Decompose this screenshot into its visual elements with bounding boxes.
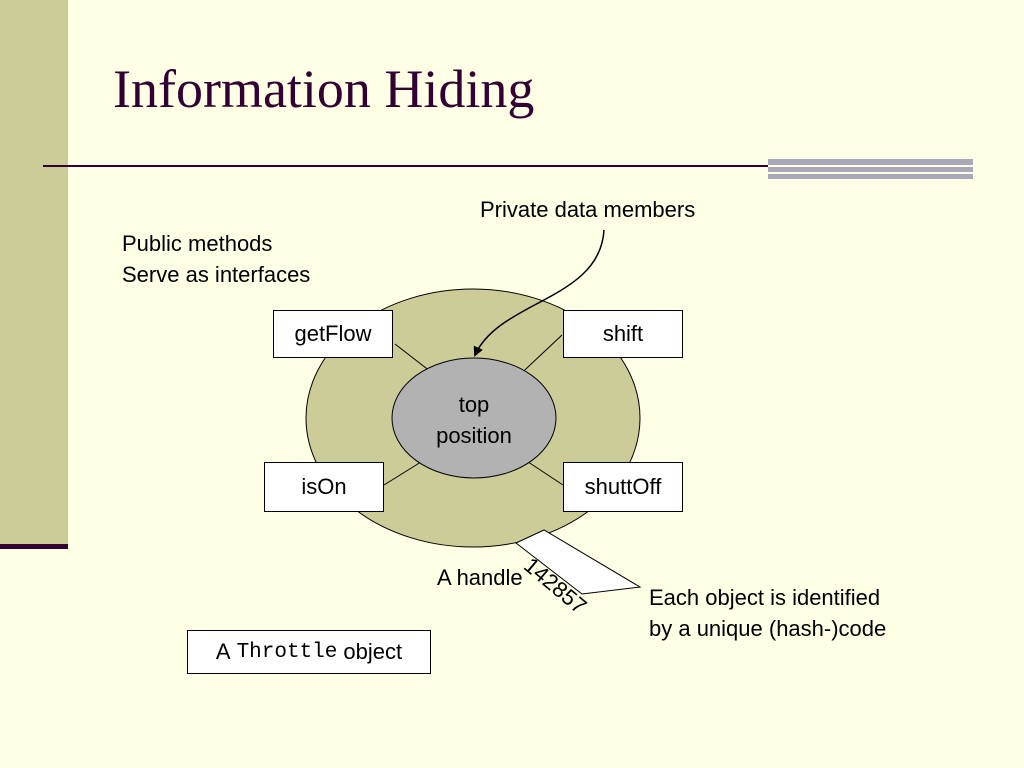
- public-methods-sublabel: Serve as interfaces: [122, 262, 311, 287]
- object-caption-suffix: object: [343, 639, 403, 664]
- data-members-ellipse: [391, 357, 557, 479]
- data-members-label: top position: [396, 388, 552, 452]
- object-caption: A Throttle object: [187, 630, 431, 674]
- object-caption-prefix: A: [215, 639, 231, 664]
- slide-sidebar: [0, 0, 68, 545]
- title-divider-accent: [768, 159, 973, 179]
- private-data-label: Private data members: [480, 197, 696, 222]
- data-member-position: position: [436, 423, 512, 448]
- method-box-shift: shift: [563, 310, 683, 358]
- identity-note-line1: Each object is identified: [649, 585, 881, 610]
- method-box-ison: isOn: [264, 462, 384, 512]
- object-caption-class: Throttle: [236, 640, 338, 664]
- public-methods-label: Public methods: [122, 231, 273, 256]
- method-box-shuttoff: shuttOff: [563, 462, 683, 512]
- data-member-top: top: [458, 392, 490, 417]
- slide-title: Information Hiding: [113, 59, 535, 119]
- identity-note-line2: by a unique (hash-)code: [649, 616, 887, 641]
- sidebar-accent: [0, 544, 68, 549]
- private-data-arrow: [473, 229, 605, 357]
- handle-tag: [515, 529, 642, 595]
- title-divider: [43, 165, 973, 167]
- method-box-getflow: getFlow: [273, 310, 393, 358]
- handle-label: A handle: [437, 565, 523, 590]
